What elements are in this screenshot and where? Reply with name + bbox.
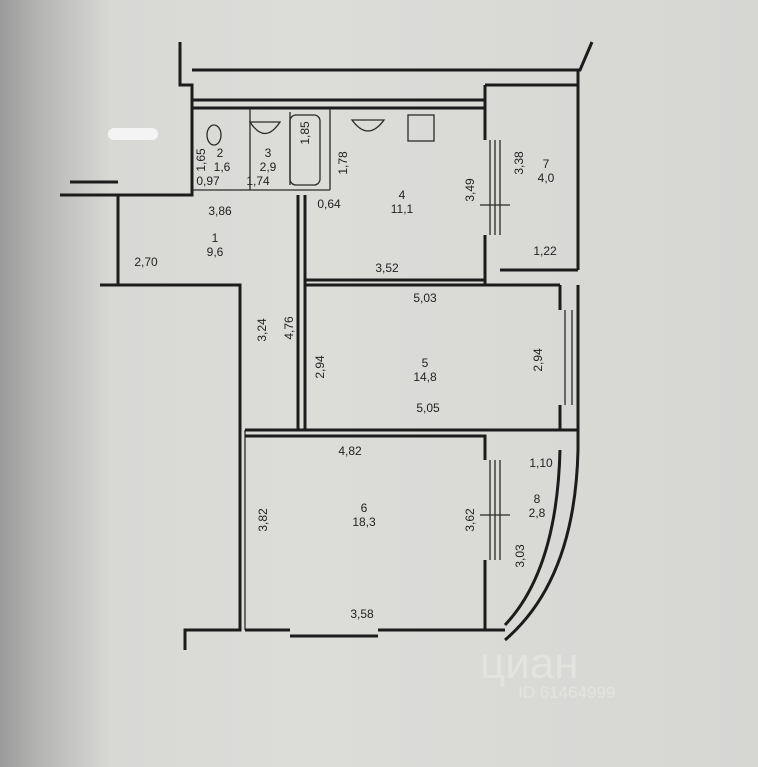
dim-label: 2,70 [134,255,158,269]
dim-label: 1,85 [298,121,312,145]
room-labels: 1 9,6 2 1,6 3 2,9 4 11,1 5 14,8 6 18,3 7… [207,146,555,529]
dim-label: 1,10 [529,456,553,470]
room-2-number: 2 [217,146,224,160]
dim-label: 3,38 [512,151,526,175]
room-5-number: 5 [422,356,429,370]
dim-label: 4,76 [282,316,296,340]
room-7-area: 4,0 [538,171,555,185]
redaction-mark [108,128,158,140]
dim-label: 2,94 [313,355,327,379]
watermark-id: ID 61464999 [518,683,615,702]
dim-label: 1,74 [246,174,270,188]
dim-label: 2,94 [531,348,545,372]
fixtures [206,114,435,186]
sink-icon [350,119,386,132]
dim-label: 5,05 [416,401,440,415]
dim-label: 3,52 [375,261,399,275]
dim-label: 3,86 [208,204,232,218]
room-5-area: 14,8 [413,370,437,384]
room-6-area: 18,3 [352,515,376,529]
room-4-area: 11,1 [391,202,414,216]
room-6-number: 6 [361,501,368,515]
dim-label: 4,82 [338,444,362,458]
room-3-area: 2,9 [260,160,277,174]
dim-label: 3,03 [513,544,527,568]
dim-label: 1,65 [194,148,208,172]
dim-label: 3,49 [463,178,477,202]
dim-label: 3,24 [255,318,269,342]
room-3-number: 3 [265,146,272,160]
walls [60,41,594,650]
room-1-number: 1 [212,231,219,245]
stove-icon [407,114,435,142]
dimension-labels: 1,65 0,97 1,74 1,85 1,78 3,86 0,64 3,49 … [134,121,557,621]
room-4-number: 4 [399,188,406,202]
watermark: циан ID 61464999 [480,639,615,702]
dim-label: 0,64 [317,197,341,211]
room-1-area: 9,6 [207,245,224,259]
room-8-number: 8 [534,492,541,506]
dim-label: 3,62 [463,508,477,532]
toilet-icon [206,124,222,146]
dim-label: 0,97 [196,174,220,188]
dim-label: 3,82 [256,508,270,532]
room-7-number: 7 [543,157,550,171]
bathtub-icon [289,114,321,186]
room-8-area: 2,8 [529,506,546,520]
washbasin-icon [248,121,282,135]
dim-label: 5,03 [413,291,437,305]
dim-label: 3,58 [350,607,374,621]
dim-label: 1,78 [336,151,350,175]
watermark-brand: циан [480,639,579,688]
room-2-area: 1,6 [214,160,231,174]
dim-label: 1,22 [533,244,557,258]
